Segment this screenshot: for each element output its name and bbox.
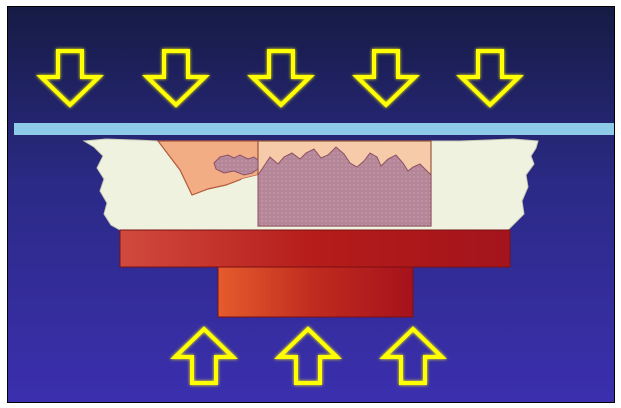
arrow-down-icon xyxy=(247,49,315,108)
compression-diagram xyxy=(8,7,614,402)
arrow-down-icon xyxy=(142,49,210,108)
specimen xyxy=(82,138,539,231)
rough-core xyxy=(257,146,432,227)
arrow-up-icon xyxy=(170,326,238,385)
rough-core-top-bump xyxy=(213,154,259,176)
arrow-down-icon xyxy=(36,49,104,108)
arrow-up-icon xyxy=(274,326,342,385)
arrow-down-icon xyxy=(456,49,524,108)
top-plate xyxy=(14,123,614,135)
top-arrows xyxy=(36,49,524,108)
arrow-down-icon xyxy=(352,49,420,108)
base-layer xyxy=(119,229,511,268)
inner-pale-notch xyxy=(214,175,258,226)
diagram-frame xyxy=(7,6,615,403)
bottom-arrows xyxy=(170,326,447,385)
bottom-block xyxy=(217,266,414,318)
arrow-up-icon xyxy=(379,326,447,385)
